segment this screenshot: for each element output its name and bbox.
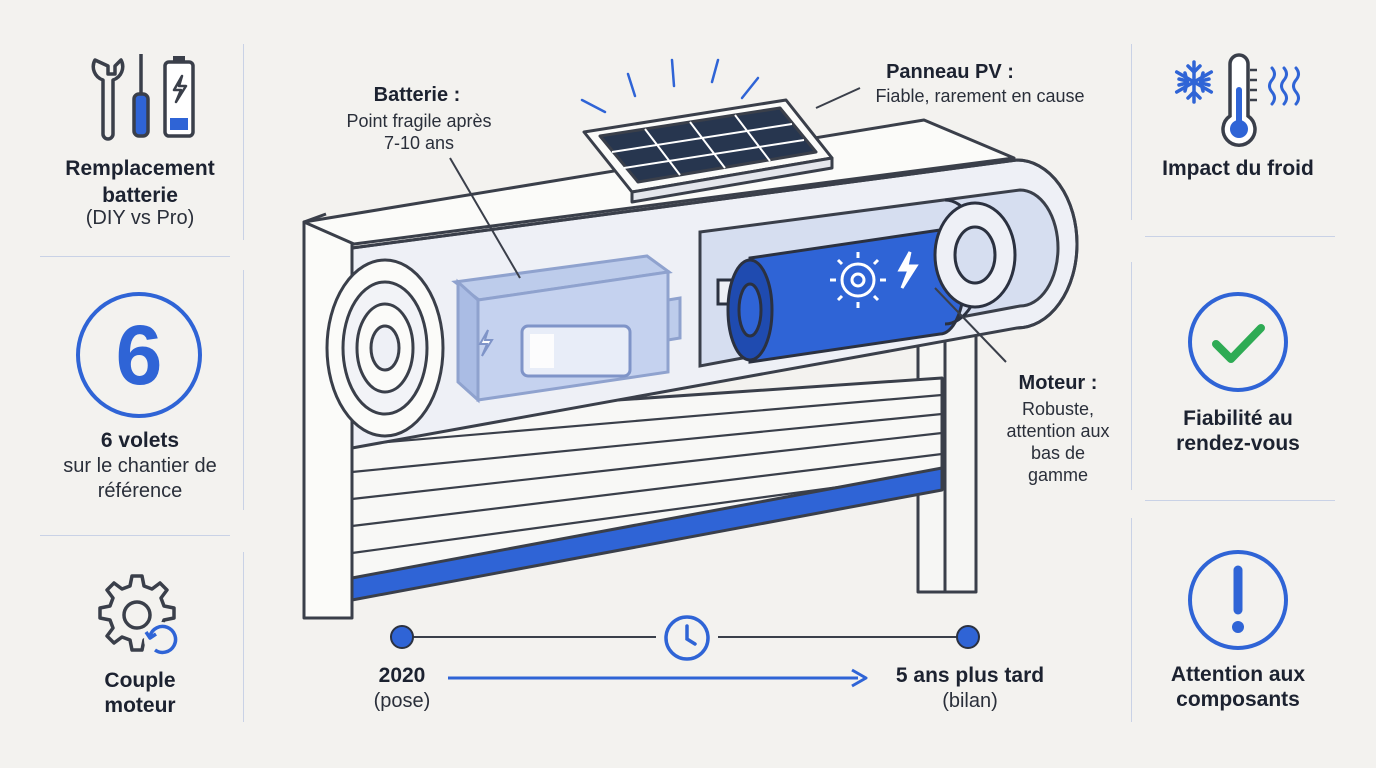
cold-impact-title: Impact du froid	[1162, 157, 1314, 180]
shutters-count-subtitle: sur le chantier de référence	[63, 455, 217, 502]
battery-replacement-subtitle: (DIY vs Pro)	[85, 207, 195, 229]
motor-callout-title: Moteur :	[1018, 372, 1098, 394]
right-vertical-divider-mid	[1131, 262, 1132, 490]
right-horizontal-divider-2	[1145, 500, 1335, 501]
left-horizontal-divider-1	[40, 256, 230, 257]
tools-battery-icon	[91, 54, 195, 141]
gear-rotation-icon	[98, 574, 180, 658]
shutters-count-number: 6	[115, 308, 163, 402]
reliability-title: Fiabilité au rendez-vous	[1176, 407, 1300, 455]
shutters-count-title: 6 volets	[100, 429, 180, 452]
panel-callout-text: Fiable, rarement en cause	[875, 86, 1085, 106]
number-circle-icon	[76, 292, 202, 418]
components-warning-title: Attention aux composants	[1170, 663, 1306, 711]
exclamation-circle-icon	[1188, 550, 1288, 650]
snowflake-thermometer-icon	[1174, 53, 1300, 147]
right-horizontal-divider-1	[1145, 236, 1335, 237]
timeline-end-note: (bilan)	[942, 690, 998, 712]
left-vertical-divider-bottom	[243, 552, 244, 722]
timeline-start-year: 2020	[378, 664, 426, 687]
panel-callout-title: Panneau PV :	[886, 61, 1014, 83]
battery-replacement-title: Remplacement batterie	[65, 157, 215, 207]
left-vertical-divider-top	[243, 44, 244, 240]
right-vertical-divider-bottom	[1131, 518, 1132, 722]
timeline-start-note: (pose)	[373, 690, 431, 712]
timeline-end-label: 5 ans plus tard	[895, 664, 1045, 687]
left-horizontal-divider-2	[40, 535, 230, 536]
check-circle-icon	[1188, 292, 1288, 392]
motor-callout-text: Robuste, attention aux bas de gamme	[1006, 399, 1110, 485]
right-vertical-divider-top	[1131, 44, 1132, 220]
battery-callout-title: Batterie :	[373, 84, 461, 106]
torque-title: Couple moteur	[104, 669, 176, 717]
clock-icon	[664, 615, 710, 661]
left-vertical-divider-mid	[243, 270, 244, 510]
battery-callout-text: Point fragile après 7-10 ans	[346, 111, 492, 153]
